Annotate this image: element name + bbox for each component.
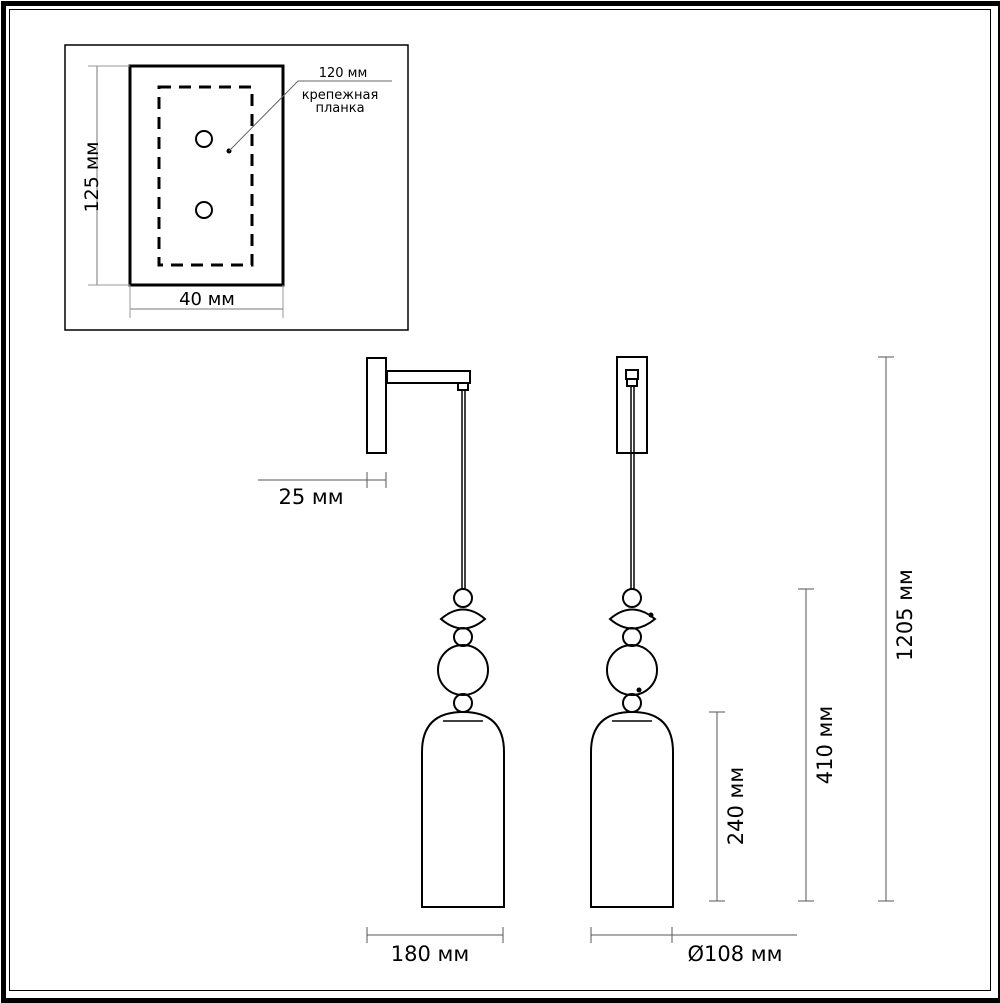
wall-canopy-front	[616, 356, 648, 454]
plate-name-line1: крепежная	[302, 88, 379, 103]
shade-height-label: 240 мм	[724, 767, 748, 845]
wall-offset-label: 25 мм	[278, 485, 343, 509]
bead-lower-front	[622, 693, 642, 713]
bead-top	[453, 588, 473, 608]
lamp-body-height-dimension: 410 мм	[798, 588, 837, 902]
wall-canopy-side	[366, 357, 387, 454]
plate-name-line2: планка	[315, 101, 364, 116]
detail-box	[64, 44, 409, 331]
glass-shade-front	[590, 710, 674, 908]
arm	[386, 370, 471, 384]
mounting-plate-dashed	[157, 85, 254, 267]
lamp-body-height-label: 410 мм	[813, 706, 837, 784]
screw-hole-bottom	[195, 201, 213, 219]
cord-holder	[625, 369, 639, 380]
wall-offset-dimension: 25 мм	[258, 472, 387, 509]
inner-frame	[9, 9, 991, 991]
total-height-dimension: 1205 мм	[878, 356, 917, 902]
bead-small	[453, 627, 473, 647]
diameter-label: Ø108 мм	[688, 942, 783, 966]
total-height-label: 1205 мм	[893, 569, 917, 661]
side-width-dimension: 180 мм	[366, 927, 504, 966]
leader-line	[228, 80, 392, 152]
arm-cap	[457, 382, 469, 391]
screw-hole-top	[195, 130, 213, 148]
disc-bead-front	[608, 608, 657, 630]
bead-large	[437, 644, 489, 696]
side-width-label: 180 мм	[391, 942, 469, 966]
glass-shade-side	[421, 710, 505, 908]
bead-lower	[453, 693, 473, 713]
canopy-outline	[128, 64, 285, 287]
mounting-plate-detail: 125 мм 40 мм 120 мм крепежная планка	[64, 44, 409, 331]
plate-height-label: 125 мм	[81, 142, 103, 213]
bead-large-front	[606, 644, 658, 696]
plate-width-label: 40 мм	[179, 289, 235, 310]
disc-bead	[439, 608, 487, 630]
front-view-lamp	[590, 356, 674, 908]
diameter-dimension: Ø108 мм	[590, 927, 797, 966]
bead-top-front	[622, 588, 642, 608]
shade-height-dimension: 240 мм	[709, 711, 748, 902]
side-view-lamp	[366, 357, 505, 908]
bead-small-front	[622, 627, 642, 647]
plate-length-label: 120 мм	[319, 66, 368, 81]
